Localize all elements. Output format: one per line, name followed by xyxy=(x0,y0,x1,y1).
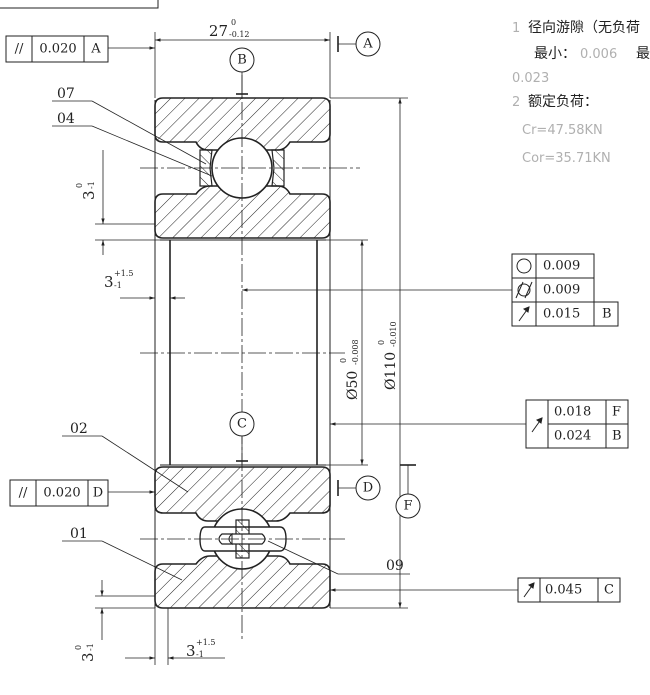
datum-circles xyxy=(229,31,421,519)
note2-text: 额定负荷： xyxy=(528,94,598,110)
fcf-c-value: 0.045 xyxy=(545,583,582,598)
part-labels: 07 04 02 01 09 xyxy=(57,86,404,574)
dim-bore-up: 0 xyxy=(339,358,348,363)
dim-chamfer-lower-low: -1 xyxy=(86,643,95,651)
fcf-top-ref: A xyxy=(90,42,101,57)
dim-od: Ø110 xyxy=(383,352,399,390)
runout-icon xyxy=(523,582,535,598)
dim-chamfer-lower: 3 xyxy=(79,652,97,662)
fcf-mid-symbol: // xyxy=(19,486,28,501)
part-01: 01 xyxy=(70,526,88,542)
part-09: 09 xyxy=(386,558,404,574)
fcf-runout-ref: B xyxy=(602,307,612,322)
dim-width-up: 0 xyxy=(231,18,236,27)
fcf-parallel-a xyxy=(5,35,109,63)
runout-icon xyxy=(531,417,543,433)
note1-max-label: 最 xyxy=(636,46,650,62)
dim-bore-low: -0.008 xyxy=(351,339,360,365)
dim-chamfer-upper-low: -1 xyxy=(87,181,96,189)
fcf-f-value2: 0.024 xyxy=(554,429,591,444)
fcf-f-ref2: B xyxy=(612,429,622,444)
dim-chamfer2-upper: 3 xyxy=(104,273,114,291)
cylindricity-icon xyxy=(515,281,533,299)
notes: 1 径向游隙（无负荷 最小： 0.006 最 0.023 2 额定负荷： Cr=… xyxy=(512,20,650,166)
fcf-f-value1: 0.018 xyxy=(554,405,591,420)
datum-b: B xyxy=(237,53,247,68)
note1-min-label: 最小： xyxy=(534,46,576,62)
bearing-body xyxy=(154,97,331,609)
fcf-roundness-value: 0.009 xyxy=(543,259,580,274)
fcf-runout-fb xyxy=(525,399,629,449)
fcf-runout-value: 0.015 xyxy=(543,307,580,322)
fcf-top-symbol: // xyxy=(15,42,24,57)
fcf-runout-c xyxy=(517,577,621,603)
dim-bore: Ø50 xyxy=(345,371,361,400)
dim-chamfer2-lower: 3 xyxy=(186,642,196,660)
note1-max-value: 0.023 xyxy=(512,71,549,86)
fcf-parallel-d xyxy=(9,479,109,507)
note2-number: 2 xyxy=(512,95,520,110)
note2-cr: Cr=47.58KN xyxy=(522,123,603,138)
fcf-c-ref: C xyxy=(604,583,614,598)
part-07: 07 xyxy=(57,86,75,102)
datum-d: D xyxy=(363,481,373,496)
fcf-f-ref1: F xyxy=(612,405,621,420)
dim-chamfer-upper-up: 0 xyxy=(75,183,84,188)
fcf-cyl-value: 0.009 xyxy=(543,283,580,298)
runout-icon xyxy=(518,306,530,322)
dim-chamfer-lower-up: 0 xyxy=(74,645,83,650)
dimension-lines xyxy=(52,32,526,665)
dim-od-up: 0 xyxy=(377,340,386,345)
fcf-form-stack xyxy=(511,253,619,327)
note1-text: 径向游隙（无负荷 xyxy=(528,20,640,36)
fcf-top-value: 0.020 xyxy=(39,42,76,57)
dim-chamfer2-upper-up: +1.5 xyxy=(114,269,133,278)
note2-cor: Cor=35.71KN xyxy=(522,151,611,166)
dim-width: 27 xyxy=(209,22,228,40)
dim-chamfer-upper: 3 xyxy=(80,190,98,200)
outer-ring-lower xyxy=(154,555,331,609)
dim-od-low: -0.010 xyxy=(389,321,398,347)
fcf-mid-value: 0.020 xyxy=(43,486,80,501)
inner-ring-lower xyxy=(154,466,331,522)
fcf-mid-ref: D xyxy=(93,486,103,501)
note1-min-value: 0.006 xyxy=(580,47,617,62)
roundness-icon xyxy=(516,258,532,274)
dim-chamfer2-lower-low: -1 xyxy=(196,650,204,659)
dimension-texts: 27 0 -0.12 Ø50 0 -0.008 Ø110 0 -0.010 3 … xyxy=(74,18,399,662)
title-block-corner xyxy=(0,0,159,9)
centre-lines xyxy=(140,75,360,640)
datum-a: A xyxy=(362,37,373,52)
datum-c: C xyxy=(237,417,247,432)
part-02: 02 xyxy=(70,421,88,437)
dim-width-low: -0.12 xyxy=(229,30,250,39)
note1-number: 1 xyxy=(512,21,520,36)
datum-f: F xyxy=(403,499,412,514)
dim-chamfer2-upper-low: -1 xyxy=(114,281,122,290)
dim-chamfer2-lower-up: +1.5 xyxy=(196,638,215,647)
part-04: 04 xyxy=(57,111,75,127)
